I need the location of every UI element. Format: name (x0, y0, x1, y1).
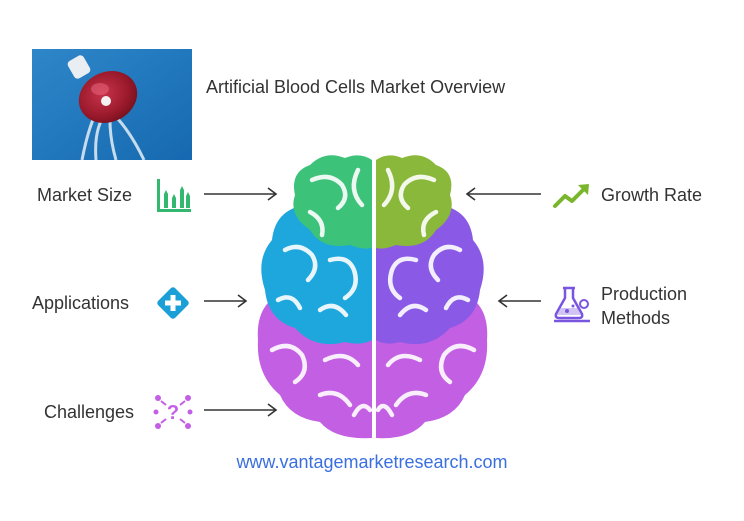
trend-up-icon (552, 176, 592, 216)
arrow-growth-rate (465, 187, 541, 201)
challenges-label: Challenges (44, 402, 135, 422)
medical-cross-icon (153, 283, 193, 323)
arrow-production-methods (497, 294, 541, 308)
flask-icon (552, 284, 592, 324)
market-size-label: Market Size (37, 185, 133, 205)
question-network-icon: ? (153, 392, 193, 432)
blood-bag-photo (32, 49, 192, 160)
applications-label: Applications (32, 293, 130, 313)
arrow-challenges (204, 403, 278, 417)
production-label-line2: Methods (601, 308, 671, 328)
production-label-line1: Production (601, 284, 688, 304)
footer-url[interactable]: www.vantagemarketresearch.com (236, 452, 508, 472)
svg-text:?: ? (167, 402, 179, 424)
arrow-market-size (204, 187, 278, 201)
growth-rate-label: Growth Rate (601, 185, 703, 205)
production-methods-label: Production Methods (601, 282, 687, 330)
left-hemisphere (257, 155, 372, 439)
right-hemisphere (376, 155, 488, 439)
bar-chart-icon (154, 176, 194, 216)
page-title: Artificial Blood Cells Market Overview (206, 77, 506, 97)
arrow-applications (204, 294, 248, 308)
brain-illustration (257, 155, 488, 439)
